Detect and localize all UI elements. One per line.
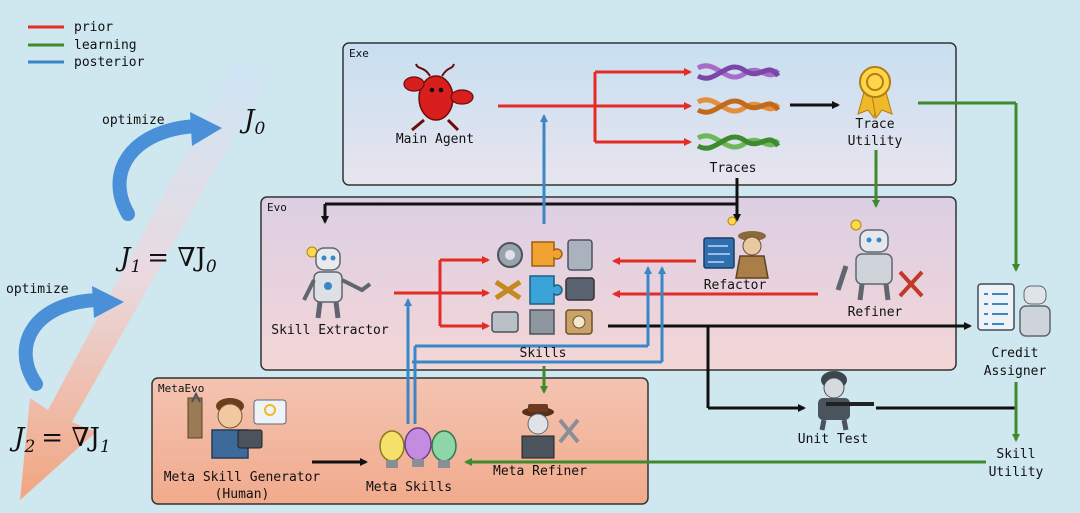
- main-agent-label: Main Agent: [396, 132, 474, 147]
- legend: prior learning posterior: [28, 20, 145, 70]
- evo-panel-tag: Evo: [267, 201, 287, 214]
- refiner-robot-tools-icon: [835, 219, 924, 301]
- medal-ribbon-icon: [857, 66, 893, 120]
- refactor-detective-icon: [703, 216, 769, 279]
- refactor-label: Refactor: [704, 278, 767, 293]
- exe-panel: [342, 42, 957, 186]
- dna-traces-icon: [696, 63, 781, 151]
- optimize-label-bottom: optimize: [6, 282, 69, 297]
- traces-label: Traces: [710, 161, 757, 176]
- objective-j0: J0: [239, 105, 265, 139]
- skills-grid-icon: [491, 239, 595, 335]
- skill-extractor-to-skills-arrows: [394, 256, 490, 330]
- soldier-unit-test-icon: [818, 371, 874, 431]
- legend-learning-label: learning: [74, 38, 137, 53]
- lobster-icon: [403, 63, 474, 132]
- prior-arrows-exe: [498, 68, 692, 146]
- refiner-label: Refiner: [848, 305, 903, 320]
- credit-assigner-label-line1: Credit: [992, 346, 1039, 361]
- meta-skills-label: Meta Skills: [366, 480, 452, 495]
- skills-to-unit-test-arrow: [706, 326, 806, 412]
- optimize-arrowhead-bottom: [92, 286, 124, 318]
- traces-to-evo-arrow: [321, 178, 741, 224]
- objective-gradient-arrow: [20, 60, 266, 500]
- skill-utility-label-line2: Utility: [989, 465, 1044, 480]
- checklist-robot-icon: [977, 283, 1051, 337]
- meta-skills-posterior-arrows: [404, 266, 666, 424]
- skill-extractor-label: Skill Extractor: [271, 323, 389, 338]
- skill-utility-label-line1: Skill: [996, 447, 1035, 462]
- optimize-curve-arrow-bottom: [18, 293, 105, 391]
- trace-utility-label-line1: Trace: [855, 117, 894, 132]
- metaevo-panel-tag: MetaEvo: [158, 382, 204, 395]
- human-developer-icon: [187, 391, 287, 459]
- objective-j1: J1= ∇J0: [115, 243, 217, 277]
- optimize-label-top: optimize: [102, 113, 165, 128]
- meta-refiner-agent-icon: [521, 404, 580, 459]
- lightbulbs-meta-skills-icon: [379, 427, 457, 468]
- legend-posterior-label: posterior: [74, 55, 145, 70]
- trace-utility-label-line2: Utility: [848, 134, 903, 149]
- exe-panel-tag: Exe: [349, 47, 369, 60]
- robot-skill-extractor-icon: [302, 246, 372, 319]
- unit-test-label: Unit Test: [798, 432, 868, 447]
- legend-prior-label: prior: [74, 20, 113, 35]
- meta-refiner-label: Meta Refiner: [493, 464, 587, 479]
- optimize-curve-arrow-top: [112, 119, 203, 221]
- meta-skill-generator-label-line1: Meta Skill Generator: [164, 470, 321, 485]
- credit-assigner-label-line2: Assigner: [984, 364, 1047, 379]
- meta-skill-generator-label-line2: (Human): [215, 487, 270, 502]
- optimize-arrowhead-top: [190, 112, 222, 146]
- objective-j2: J2= ∇J1: [9, 423, 111, 457]
- trace-utility-to-credit-assigner-arrow: [918, 101, 1020, 272]
- skills-label: Skills: [520, 346, 567, 361]
